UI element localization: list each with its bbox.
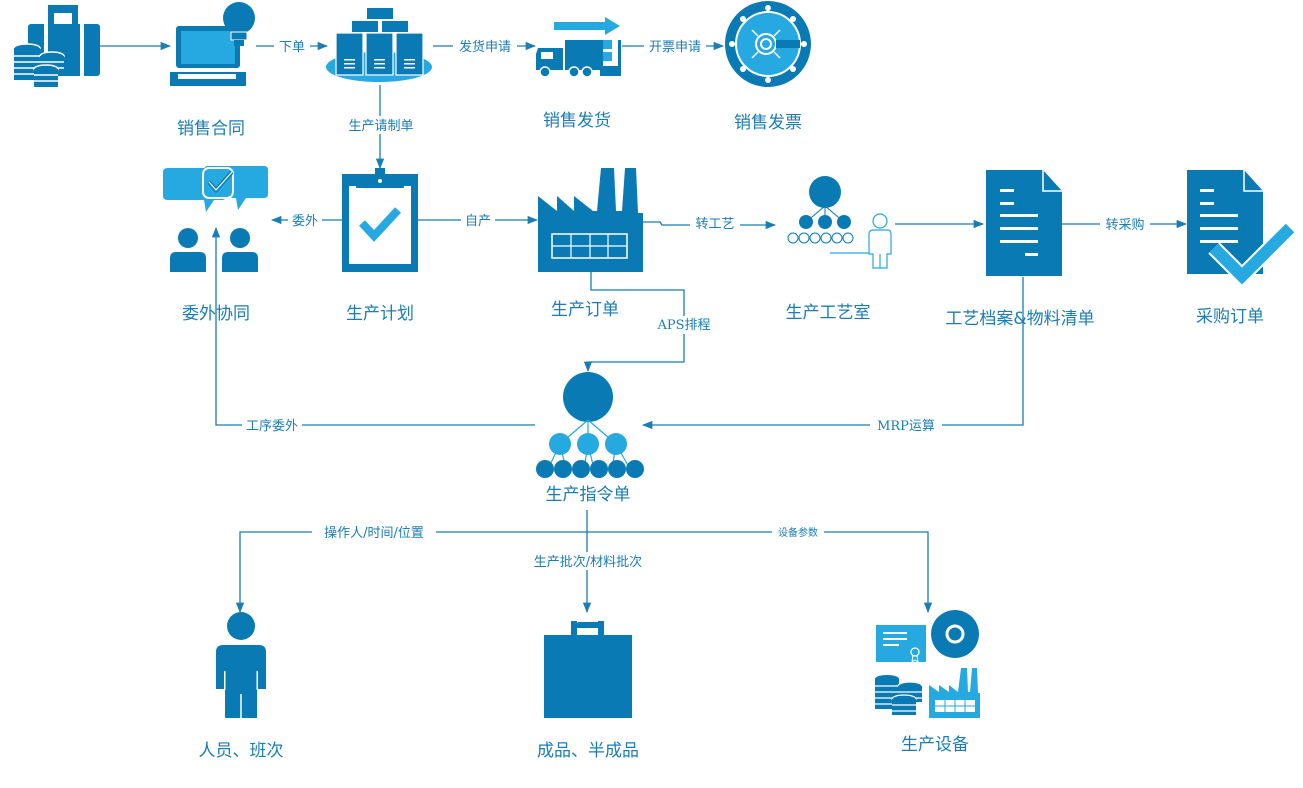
laptop-lightbulb-icon xyxy=(170,2,255,86)
edge-label-to-process: 转工艺 xyxy=(695,217,734,232)
label-outsource: 委外协同 xyxy=(182,304,250,324)
label-purchase-order: 采购订单 xyxy=(1196,307,1264,327)
document-icon xyxy=(986,170,1062,276)
chat-people-icon xyxy=(163,166,268,272)
label-work-order: 生产指令单 xyxy=(546,485,631,505)
node-labels: 销售合同 销售发货 销售发票 委外协同 生产计划 生产订单 生产工艺室 工艺档案… xyxy=(177,111,1264,761)
edge-label-invoice-request: 开票申请 xyxy=(649,40,701,55)
edge-label-place-order: 下单 xyxy=(279,40,305,55)
vault-icon xyxy=(725,1,811,87)
edge-label-self-produce: 自产 xyxy=(465,214,491,229)
edge-label-batch: 生产批次/材料批次 xyxy=(534,554,642,570)
label-products: 成品、半成品 xyxy=(537,741,639,761)
edge-label-process-outsource: 工序委外 xyxy=(246,419,298,434)
connectors xyxy=(100,41,1188,614)
equipment-collage-icon xyxy=(875,610,980,718)
edge-label-mrp: MRP运算 xyxy=(877,419,935,434)
briefcase-coins-icon xyxy=(13,5,100,87)
person-icon xyxy=(216,612,266,718)
edge-label-aps: APS排程 xyxy=(656,318,710,333)
clipboard-check-icon xyxy=(342,168,418,272)
server-cluster-icon xyxy=(326,8,432,82)
edge-process-outsource xyxy=(211,226,535,426)
edge-to-equipment xyxy=(587,531,933,614)
label-process-room: 生产工艺室 xyxy=(786,303,871,323)
label-staff: 人员、班次 xyxy=(199,741,284,761)
edge-label-prod-request: 生产请制单 xyxy=(348,119,413,134)
label-sales-delivery: 销售发货 xyxy=(543,111,611,131)
edge-labels: 下单 发货申请 开票申请 生产请制单 委外 自产 转工艺 转采购 APS排程 M… xyxy=(242,37,1150,570)
delivery-truck-icon xyxy=(536,17,621,78)
edge-label-operator: 操作人/时间/位置 xyxy=(324,525,424,541)
edge-to-staff xyxy=(235,531,587,614)
edge-label-to-purchase: 转采购 xyxy=(1105,217,1144,233)
label-sales-invoice: 销售发票 xyxy=(734,113,802,133)
label-equipment: 生产设备 xyxy=(901,735,969,755)
hierarchy-icon xyxy=(536,372,644,478)
document-check-icon xyxy=(1187,170,1296,288)
label-sales-contract: 销售合同 xyxy=(177,119,245,139)
label-bom: 工艺档案&物料清单 xyxy=(945,309,1094,329)
edge-label-equipment-params: 设备参数 xyxy=(778,526,818,539)
edge-mrp xyxy=(641,277,1024,430)
label-production-order: 生产订单 xyxy=(551,300,619,320)
shopping-bag-icon xyxy=(544,621,632,718)
label-production-plan: 生产计划 xyxy=(346,304,414,324)
org-hierarchy-person-icon xyxy=(787,176,892,269)
factory-icon xyxy=(538,168,643,272)
edge-label-ship-request: 发货申请 xyxy=(459,39,511,55)
edge-label-outsource: 委外 xyxy=(292,214,318,229)
